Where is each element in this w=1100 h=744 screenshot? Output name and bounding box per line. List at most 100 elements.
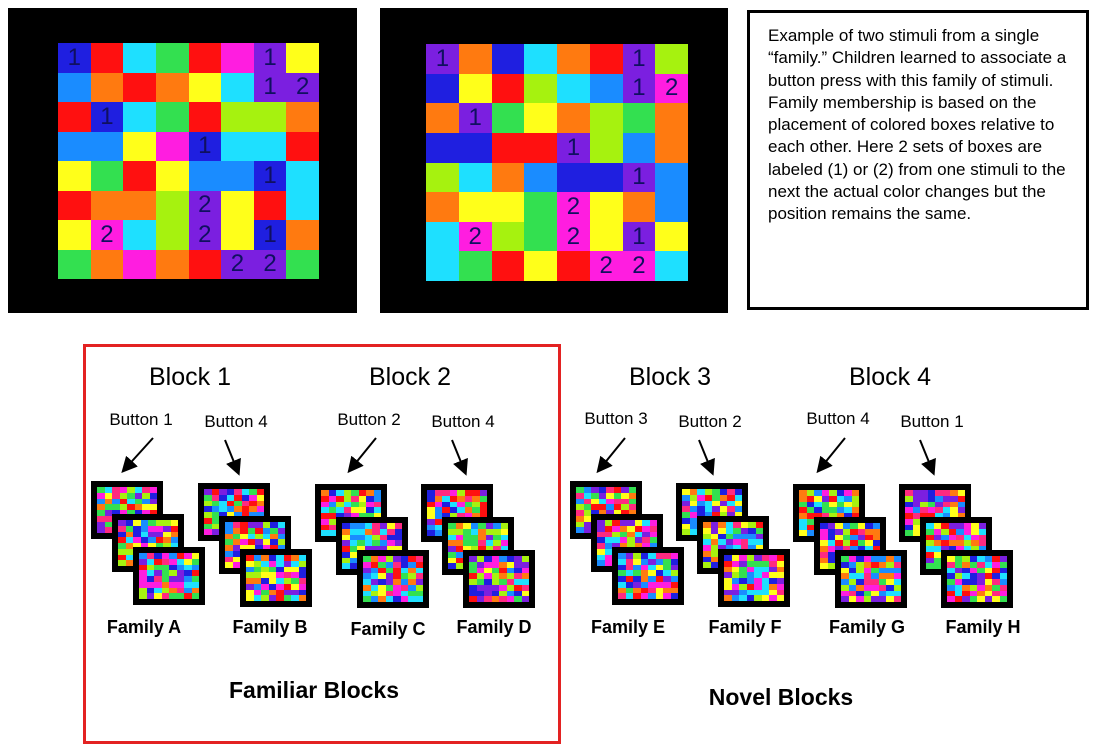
stimulus-cell	[286, 190, 319, 220]
stimulus-cell	[947, 584, 955, 591]
stimulus-cell	[427, 530, 435, 536]
stimulus-cell	[336, 507, 344, 513]
stimulus-cell	[118, 531, 126, 538]
stimulus-cell	[155, 537, 163, 543]
stimulus-cell	[776, 589, 784, 596]
stimulus-cell	[161, 576, 169, 582]
stimulus-cell	[776, 572, 784, 578]
stimulus-cell	[493, 523, 501, 529]
stimulus-cell	[476, 567, 484, 574]
cell-label: 2	[599, 252, 613, 280]
stimulus-cell	[58, 161, 91, 191]
stimulus-cell	[755, 545, 763, 551]
stimulus-cell	[999, 556, 1007, 562]
stimulus-cell	[992, 556, 1000, 562]
stimulus-cell	[712, 500, 720, 507]
stimulus-cell	[291, 583, 299, 590]
stimulus-cell: 2	[90, 220, 124, 250]
stimulus-cell	[225, 545, 233, 551]
stimulus-cell	[225, 556, 233, 563]
stimulus-cell	[139, 593, 147, 599]
stimulus-cell	[119, 498, 127, 505]
stimulus-cell	[463, 523, 471, 529]
stimulus-cell	[373, 490, 381, 496]
thumbnail-grid	[139, 553, 199, 599]
stimulus-cell	[464, 490, 472, 496]
stimulus-cell	[379, 534, 387, 541]
stimulus-cell	[927, 490, 935, 496]
stimulus-cell	[935, 495, 943, 502]
stimulus-cell	[342, 551, 350, 558]
stimulus-cell	[97, 510, 105, 516]
stimulus-cell	[710, 527, 718, 534]
stimulus-cell	[618, 587, 626, 594]
stimulus-cell	[969, 584, 977, 591]
stimulus-cell	[992, 584, 1000, 591]
stimulus-cell	[514, 590, 522, 597]
stimulus-cell	[746, 572, 754, 578]
stimulus-cell	[640, 576, 648, 582]
stimulus-cell	[90, 43, 124, 73]
stimulus-cell	[241, 489, 249, 495]
stimulus-cell	[746, 589, 754, 596]
stimulus-cell	[640, 558, 648, 565]
stimulus-cell	[618, 553, 626, 559]
stimulus-cell	[500, 528, 508, 535]
stimulus-cell	[155, 102, 189, 132]
stimulus-cell	[336, 513, 344, 519]
stimulus-cell	[648, 570, 656, 576]
stimulus-cell	[820, 540, 828, 546]
stimulus-cell: 1	[458, 103, 492, 133]
stimulus-cell	[754, 572, 762, 578]
stimulus-cell	[655, 593, 663, 599]
stimulus-cell	[155, 220, 189, 250]
stimulus-cell	[394, 534, 402, 541]
stimulus-cell	[342, 528, 350, 535]
stimulus-cell	[865, 540, 873, 546]
stimulus-cell	[449, 513, 457, 519]
stimulus-cell	[521, 573, 529, 579]
stimulus-cell	[627, 525, 635, 532]
stimulus-cell	[912, 501, 920, 508]
stimulus-cell	[149, 510, 157, 516]
stimulus-cell	[148, 520, 156, 526]
stimulus-cell	[872, 528, 880, 535]
stimulus-cell	[277, 522, 285, 528]
stimulus-cell	[746, 583, 754, 590]
stimulus-cell	[148, 525, 156, 532]
stimulus-cell	[969, 556, 977, 562]
stimulus-cell	[971, 546, 979, 552]
stimulus-cell	[999, 573, 1007, 579]
stimulus-cell	[755, 539, 763, 545]
stimulus-cell	[841, 567, 849, 574]
stimulus-cell	[427, 524, 435, 531]
stimulus-cell	[370, 567, 378, 574]
stimulus-cell	[977, 573, 985, 579]
stimulus-cell	[733, 539, 741, 545]
stimulus-cell	[112, 504, 120, 510]
stimulus-cell	[484, 590, 492, 597]
stimulus-cell	[848, 567, 856, 574]
stimulus-cell	[524, 251, 557, 281]
stimulus-cell	[298, 560, 306, 567]
stimulus-cell	[598, 504, 606, 510]
stimulus-cell	[583, 487, 591, 493]
stimulus-cell	[455, 557, 463, 564]
cell-label: 2	[566, 192, 581, 220]
stimulus-cell	[363, 590, 371, 597]
stimulus-thumbnail	[133, 547, 205, 605]
stimulus-cell	[655, 103, 688, 133]
stimulus-cell	[479, 490, 487, 496]
stimulus-cell	[104, 504, 112, 510]
stimulus-cell	[591, 504, 599, 510]
stimulus-cell	[682, 489, 690, 495]
stimulus-cell	[589, 132, 623, 163]
stimulus-cell	[712, 489, 720, 495]
stimulus-cell	[357, 546, 365, 552]
stimulus-cell	[90, 249, 124, 279]
stimulus-cell	[628, 504, 636, 510]
stimulus-cell	[464, 507, 472, 513]
stimulus-cell	[655, 251, 688, 281]
stimulus-cell	[947, 573, 955, 579]
